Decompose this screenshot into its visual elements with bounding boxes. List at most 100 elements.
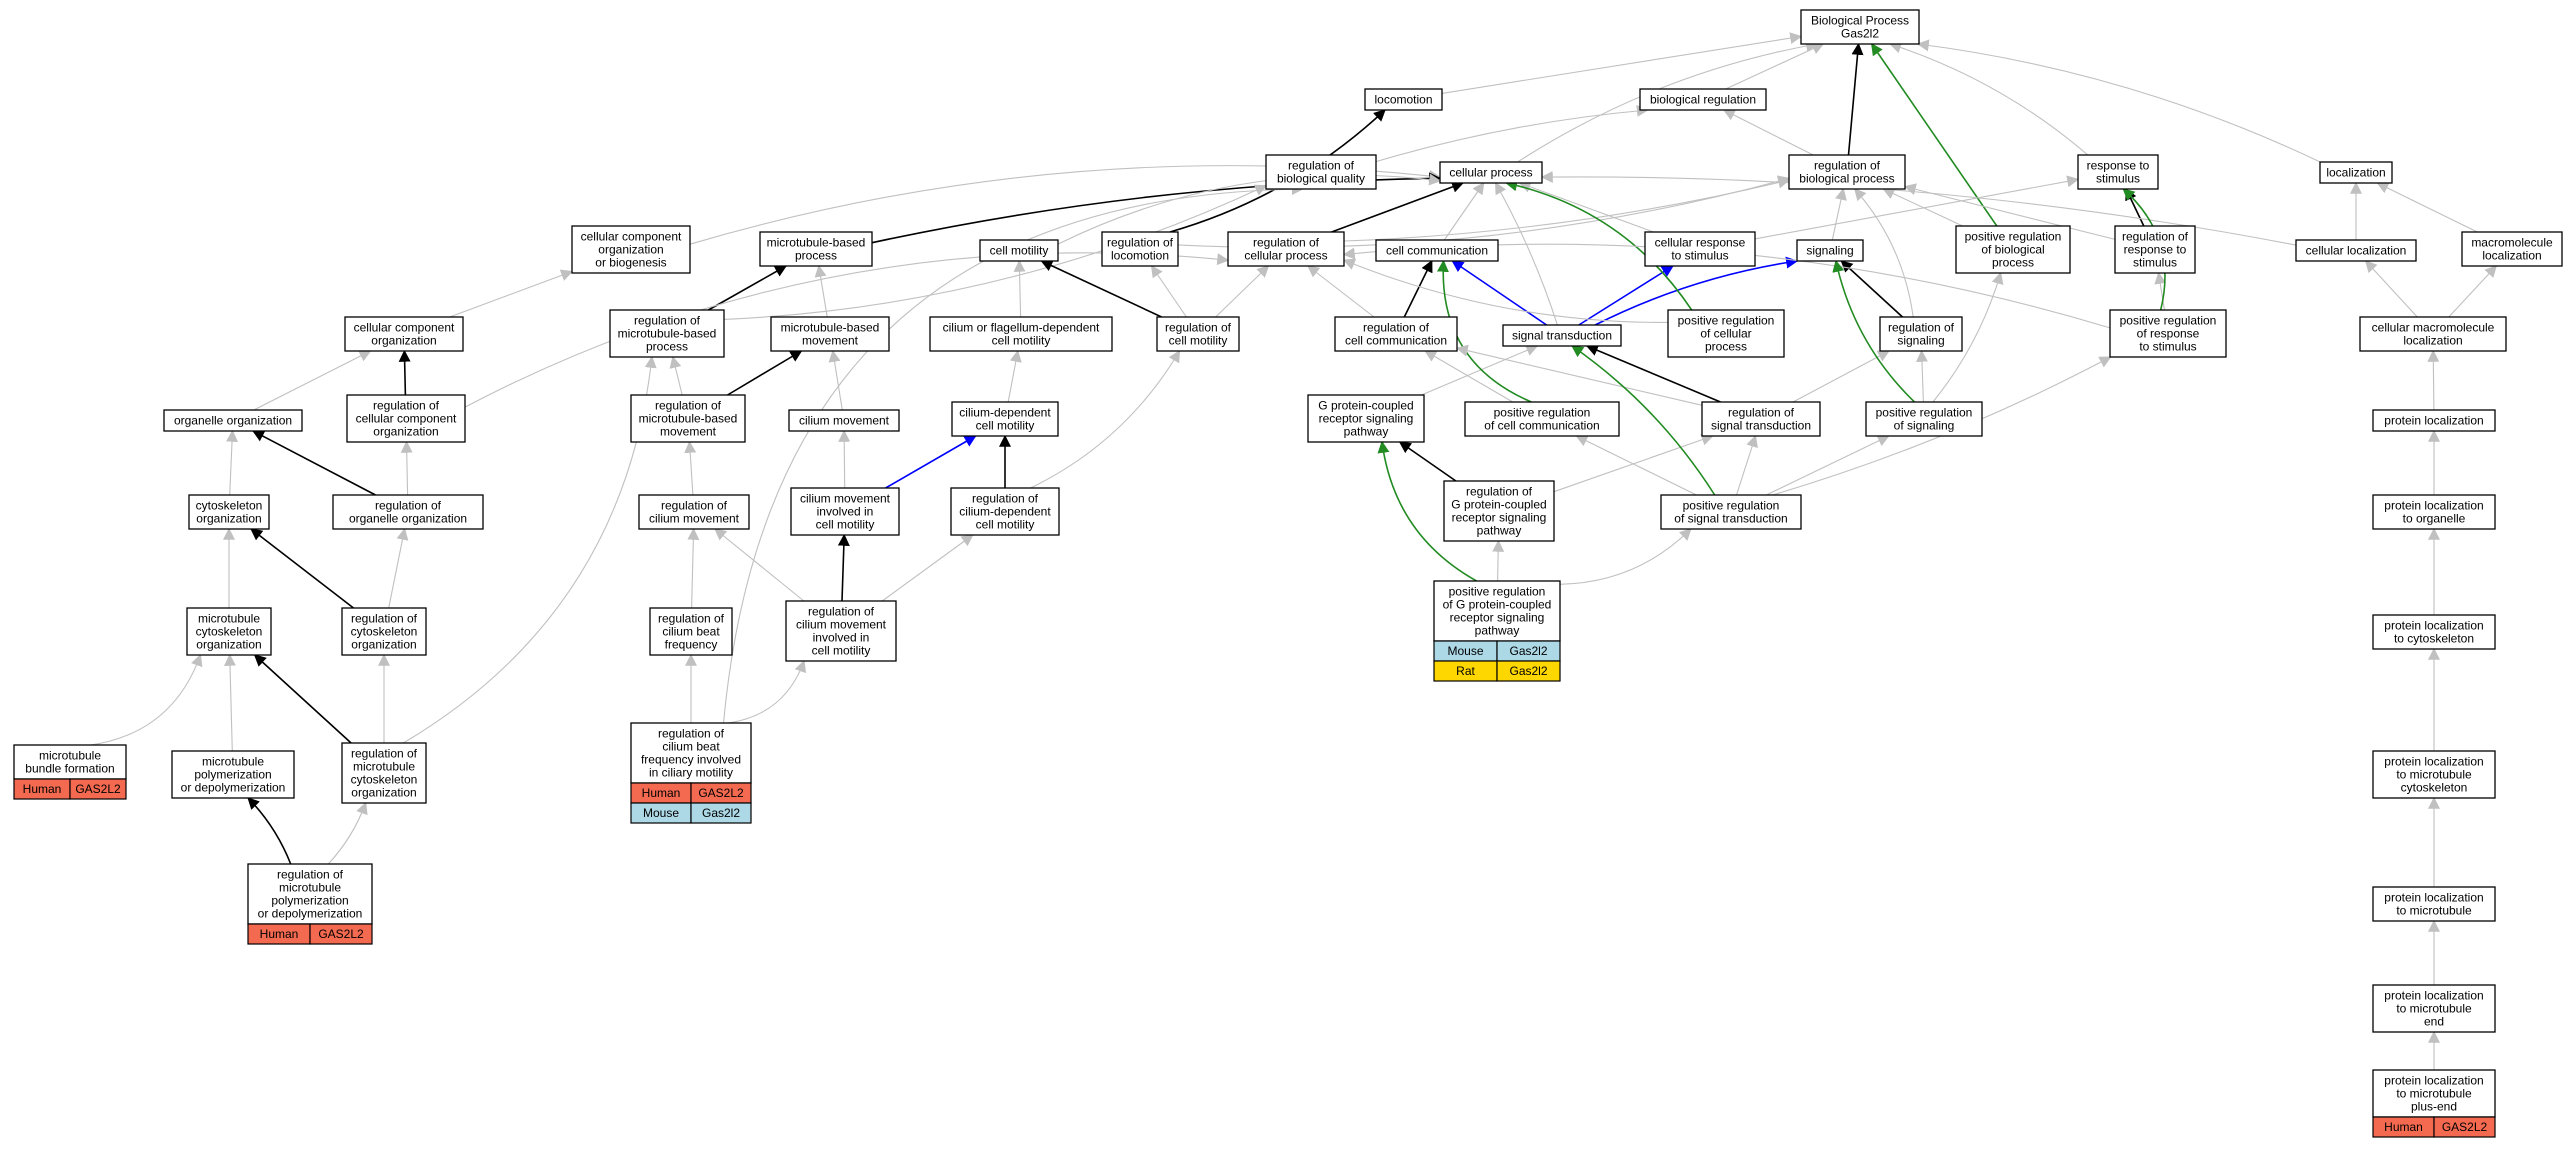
node-box <box>247 863 373 925</box>
edge-regciliumdep-to-regcellmot <box>1030 349 1181 489</box>
node-signaling[interactable]: signaling <box>1796 239 1864 262</box>
node-label-line: polymerization <box>271 894 348 908</box>
species-name: Human <box>23 782 62 796</box>
node-label-line: regulation of <box>655 399 722 413</box>
node-cellcomm[interactable]: cell communication <box>1375 239 1499 262</box>
node-label-line: cilium or flagellum-dependent <box>943 321 1100 335</box>
node-bioreg[interactable]: biological regulation <box>1639 88 1767 111</box>
node-label-line: cilium-dependent <box>959 505 1051 519</box>
node-label-line: receptor signaling <box>1450 611 1545 625</box>
edge-regmtmove-to-mtmove <box>727 350 803 396</box>
node-cellloc[interactable]: cellular localization <box>2295 239 2417 262</box>
node-label-line: stimulus <box>2133 256 2177 270</box>
node-box <box>2372 1069 2496 1118</box>
node-label-line: process <box>1705 340 1747 354</box>
node-label-line: localization <box>2403 334 2462 348</box>
node-label-line: movement <box>660 425 717 439</box>
edge-regorgorg-to-regccorg <box>400 440 413 496</box>
node-label-line: to stimulus <box>2139 340 2196 354</box>
node-box <box>649 607 733 656</box>
node-cellproc[interactable]: cellular process <box>1439 161 1543 184</box>
node-sigtrans[interactable]: signal transduction <box>1502 324 1622 347</box>
node-label-line: of signal transduction <box>1674 512 1787 526</box>
node-regmtcyto[interactable]: regulation ofmicrotubulecytoskeletonorga… <box>341 742 427 804</box>
node-box <box>2372 409 2496 432</box>
node-localization[interactable]: localization <box>2319 161 2393 184</box>
node-label-line: to microtubule <box>2396 1002 2472 1016</box>
node-label-line: regulation of <box>375 499 442 513</box>
node-organelleorg[interactable]: organelle organization <box>163 409 303 432</box>
node-regmtpoly[interactable]: regulation ofmicrotubulepolymerizationor… <box>247 863 373 945</box>
node-label-line: biological regulation <box>1650 93 1756 107</box>
node-cellmot[interactable]: cell motility <box>979 239 1059 262</box>
node-label-line: organization <box>373 425 438 439</box>
node-label-line: cellular response <box>1655 236 1746 250</box>
node-locomotion[interactable]: locomotion <box>1364 88 1443 111</box>
node-box <box>2372 984 2496 1033</box>
node-box <box>1660 494 1802 530</box>
node-label-line: regulation of <box>1466 485 1533 499</box>
node-label-line: regulation of <box>661 499 728 513</box>
edge-regcilmoveinv-to-regcilmove <box>714 528 805 602</box>
edge-regmtpoly-to-regmtcyto <box>327 801 368 865</box>
node-box <box>2319 161 2393 184</box>
node-label-line: microtubule-based <box>639 412 738 426</box>
node-label-line: pathway <box>1477 524 1522 538</box>
node-box <box>1101 231 1179 267</box>
node-box <box>1788 154 1906 190</box>
node-ciliummove[interactable]: cilium movement <box>788 409 900 432</box>
edge-sigtrans-to-cellcomm <box>1451 260 1548 326</box>
node-protloc[interactable]: protein localization <box>2372 409 2496 432</box>
